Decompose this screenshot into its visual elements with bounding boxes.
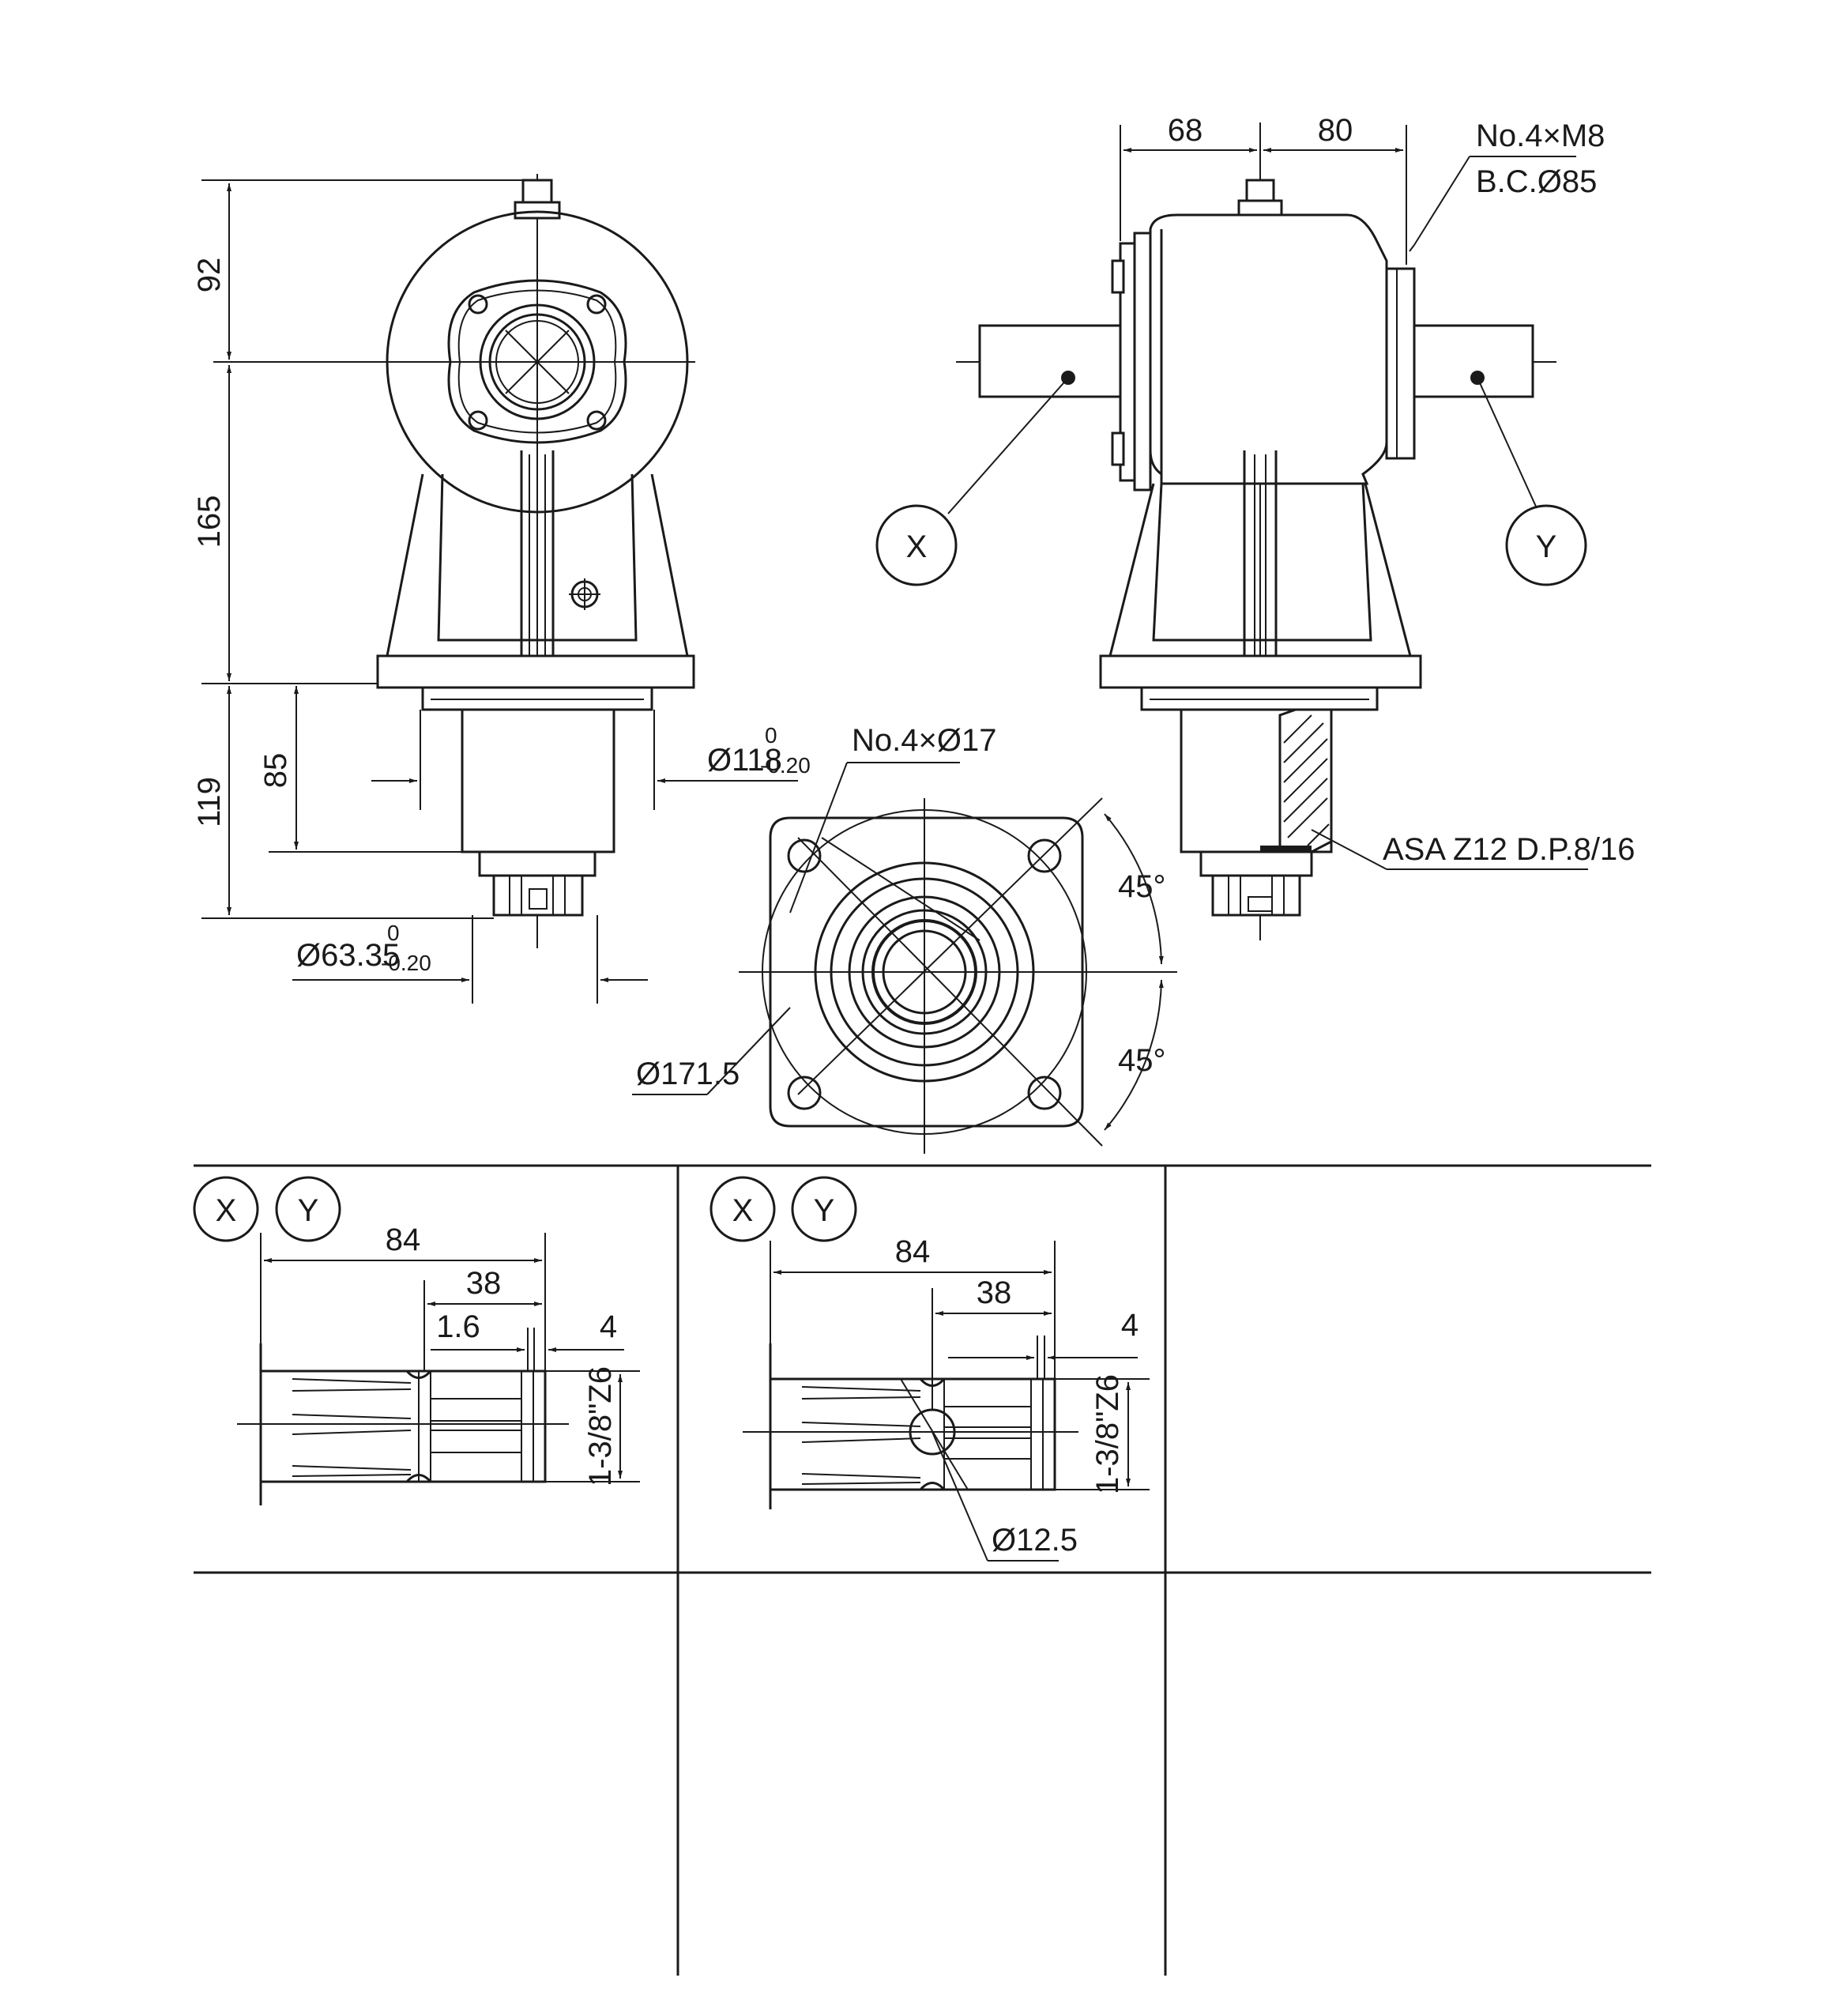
housing-circle bbox=[386, 210, 689, 514]
shaft-diameter-label: Ø118 bbox=[707, 743, 782, 778]
bolt-circle bbox=[762, 809, 1087, 1135]
mount-hole bbox=[1027, 838, 1062, 873]
breather-cap bbox=[521, 179, 553, 204]
shaft-tol-lower: -0.20 bbox=[760, 753, 811, 778]
detail2-dim-38: 38 bbox=[977, 1275, 1012, 1310]
detail1-dim-84: 84 bbox=[386, 1223, 421, 1257]
hole-note: No.4×Ø17 bbox=[852, 723, 996, 758]
detail-1: X Y 84 38 1.6 4 1-3/8"Z6 bbox=[193, 1176, 640, 1505]
angle-bottom: 45° bbox=[1118, 1043, 1166, 1078]
front-view: 92 165 119 85 Ø118 0 -0.20 Ø63.35 0 -0.2… bbox=[192, 174, 811, 1004]
flange-bolt bbox=[468, 294, 488, 315]
bolt-circle-label: Ø171.5 bbox=[636, 1057, 740, 1091]
bolt-note-line1: No.4×M8 bbox=[1476, 119, 1605, 153]
base-plate bbox=[376, 654, 695, 689]
output-flange bbox=[1385, 267, 1416, 460]
input-flange bbox=[447, 279, 627, 444]
detail2-label-x: X bbox=[732, 1193, 754, 1228]
dim-92: 92 bbox=[192, 258, 227, 293]
input-bore-outer bbox=[479, 303, 596, 420]
input-shaft-y bbox=[1413, 324, 1534, 398]
dim-68: 68 bbox=[1168, 113, 1203, 148]
detail1-label-x: X bbox=[216, 1193, 237, 1228]
base-square bbox=[769, 816, 1084, 1128]
spline-tol-lower: -0.20 bbox=[381, 951, 431, 975]
spline-diameter-label: Ø63.35 bbox=[296, 938, 400, 973]
callout-y-label: Y bbox=[1536, 529, 1557, 564]
input-shaft-x bbox=[978, 324, 1130, 398]
callout-y bbox=[1505, 504, 1587, 586]
detail1-dim-1-6: 1.6 bbox=[436, 1309, 480, 1344]
breather-nut bbox=[514, 201, 561, 220]
side-view: 68 80 No.4×M8 B.C.Ø85 X Y ASA Z12 D.P.8/… bbox=[875, 113, 1635, 940]
detail2-label-y: Y bbox=[814, 1193, 835, 1228]
dim-165: 165 bbox=[192, 495, 227, 548]
detail1-shaft bbox=[259, 1369, 547, 1483]
detail1-dim-4: 4 bbox=[600, 1309, 617, 1344]
detail2-dim-84: 84 bbox=[895, 1234, 931, 1269]
callout-x bbox=[875, 504, 958, 586]
bottom-view: 45° 45° No.4×Ø17 Ø171.5 bbox=[632, 723, 1177, 1154]
mount-hole bbox=[1027, 1076, 1062, 1110]
dim-119: 119 bbox=[192, 777, 227, 827]
spline-tol-upper: 0 bbox=[387, 921, 400, 945]
callout-x-label: X bbox=[906, 529, 928, 564]
mount-hole bbox=[787, 838, 822, 873]
flange-bolt bbox=[468, 410, 488, 431]
detail-table bbox=[194, 1164, 1651, 1976]
detail-2: X Y 84 38 4 1-3/8"Z6 Ø12. bbox=[709, 1176, 1150, 1562]
detail2-dim-4: 4 bbox=[1121, 1308, 1139, 1343]
detail1-label-y: Y bbox=[298, 1193, 319, 1228]
detail1-dim-38: 38 bbox=[466, 1266, 502, 1301]
angle-top: 45° bbox=[1118, 869, 1166, 904]
bolt-note-line2: B.C.Ø85 bbox=[1476, 164, 1597, 199]
detail2-spline-spec: 1-3/8"Z6 bbox=[1090, 1374, 1125, 1494]
detail1-spline-spec: 1-3/8"Z6 bbox=[583, 1366, 618, 1486]
shaft-tol-upper: 0 bbox=[765, 723, 777, 748]
dim-85: 85 bbox=[258, 753, 293, 789]
gearbox-body bbox=[1149, 213, 1388, 485]
mount-hole bbox=[787, 1076, 822, 1110]
spline-note: ASA Z12 D.P.8/16 bbox=[1383, 832, 1635, 867]
section-hatch bbox=[1283, 714, 1330, 846]
dim-80: 80 bbox=[1318, 113, 1353, 148]
flange-bolt bbox=[586, 294, 607, 315]
detail2-hole-diameter: Ø12.5 bbox=[992, 1523, 1078, 1558]
flange-bolt bbox=[586, 410, 607, 431]
detail2-shaft bbox=[769, 1377, 1056, 1491]
output-housing bbox=[461, 708, 615, 853]
